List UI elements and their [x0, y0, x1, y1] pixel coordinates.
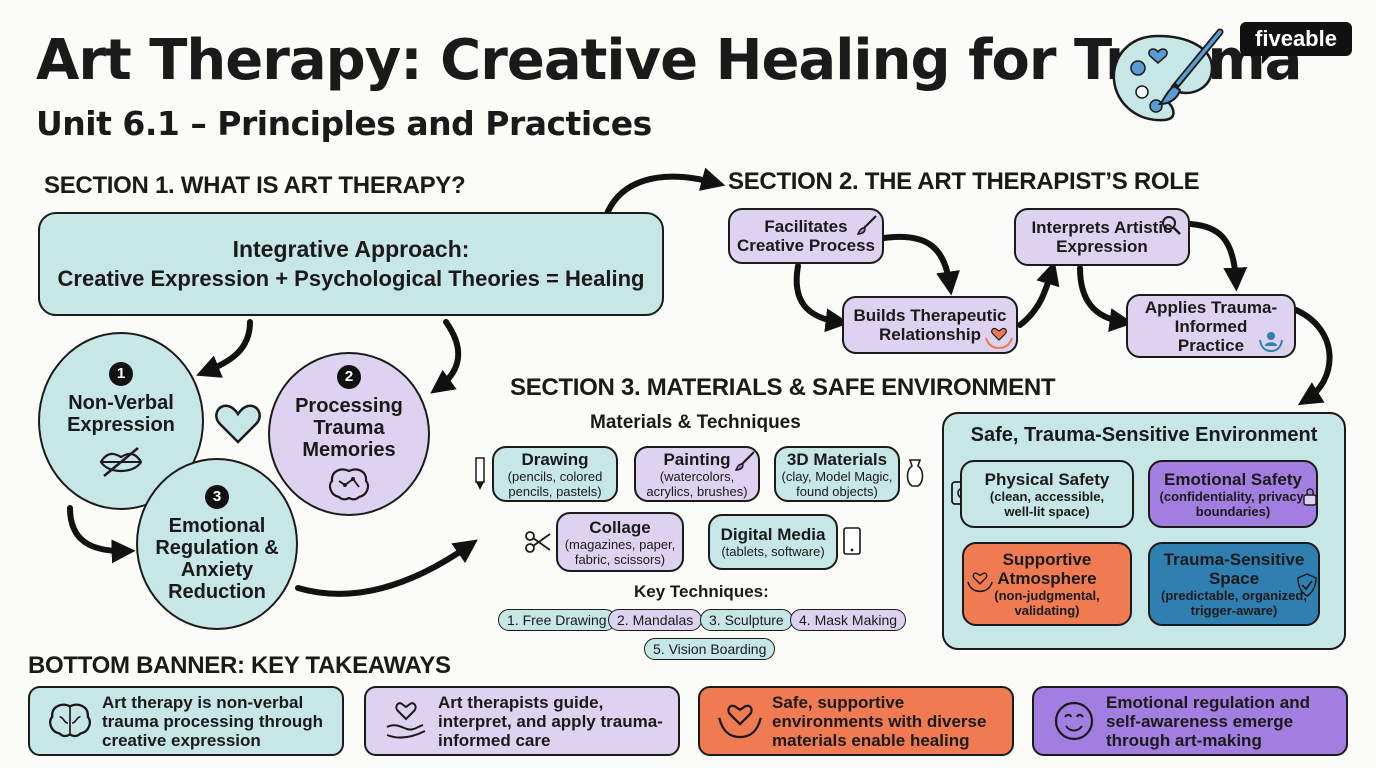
circle-emotional-regulation: 3 Emotional Regulation & Anxiety Reducti… [136, 458, 298, 630]
material-3d: 3D Materials (clay, Model Magic, found o… [774, 446, 900, 502]
takeaway-text: Emotional regulation and self-awareness … [1106, 692, 1311, 750]
material-title: Drawing [521, 449, 589, 469]
env-sub: (confidentiality, privacy, boundaries) [1159, 488, 1307, 519]
circle-number: 3 [205, 485, 229, 509]
env-emotional-safety: Emotional Safety (confidentiality, priva… [1148, 460, 1318, 528]
pencil-icon [475, 457, 485, 490]
circle-label: Emotional Regulation & Anxiety Reduction [155, 515, 279, 603]
material-drawing: Drawing (pencils, colored pencils, paste… [492, 446, 618, 502]
environment-heading: Safe, Trauma-Sensitive Environment [970, 424, 1318, 446]
heart-icon [215, 404, 261, 444]
paintbrush-icon [734, 451, 755, 471]
technique-pill: 5. Vision Boarding [644, 638, 776, 660]
role-builds-relationship: Builds Therapeutic Relationship [842, 296, 1018, 354]
circle-number: 2 [337, 365, 361, 389]
env-title: Emotional Safety [1164, 469, 1302, 489]
section3-heading: SECTION 3. MATERIALS & SAFE ENVIRONMENT [510, 374, 1056, 401]
material-sub: (watercolors, acrylics, brushes) [646, 468, 748, 499]
hands-heart-icon [718, 704, 762, 739]
takeaway-text: Art therapy is non-verbal trauma process… [102, 692, 324, 750]
role-label: Facilitates Creative Process [737, 217, 875, 255]
role-label: Applies Trauma-Informed Practice [1144, 297, 1278, 355]
takeaway-item: Art therapy is non-verbal trauma process… [28, 686, 344, 756]
role-interprets: Interprets Artistic Expression [1014, 208, 1190, 266]
integrative-approach-text: Creative Expression + Psychological Theo… [57, 266, 645, 291]
material-sub: (tablets, software) [721, 544, 825, 559]
material-title: Digital Media [720, 525, 826, 544]
shield-check-icon [1297, 573, 1317, 597]
circle-label: Non-Verbal Expression [67, 392, 175, 436]
circle-label: Processing Trauma Memories [295, 395, 403, 461]
section1-heading: SECTION 1. WHAT IS ART THERAPY? [44, 172, 466, 199]
circle-processing-trauma: 2 Processing Trauma Memories [268, 352, 430, 516]
takeaway-text: Safe, supportive environments with diver… [772, 692, 987, 750]
material-title: 3D Materials [786, 449, 888, 469]
page-subtitle: Unit 6.1 – Principles and Practices [36, 104, 652, 143]
magnifier-icon [1162, 216, 1181, 235]
hands-heart-icon [985, 327, 1013, 350]
env-title: Physical Safety [984, 469, 1110, 489]
brand-name: fiveable [1255, 26, 1337, 51]
technique-pill: 1. Free Drawing [498, 609, 616, 631]
role-label: Interprets Artistic Expression [1031, 218, 1173, 256]
technique-pill: 4. Mask Making [790, 609, 907, 631]
integrative-approach-title: Integrative Approach: [232, 236, 470, 262]
env-title: Trauma-Sensitive Space [1163, 550, 1305, 588]
material-sub: (clay, Model Magic, found objects) [781, 468, 893, 499]
brain-icon [49, 703, 91, 738]
takeaway-item: Art therapists guide, interpret, and app… [364, 686, 680, 756]
circle-number: 1 [109, 362, 133, 386]
takeaway-item: Emotional regulation and self-awareness … [1032, 686, 1348, 756]
brand-logo: fiveable [1240, 22, 1352, 64]
material-digital: Digital Media (tablets, software) [708, 514, 838, 570]
material-title: Painting [663, 449, 731, 469]
env-sub: (clean, accessible, well-lit space) [989, 488, 1105, 519]
env-trauma-sensitive-space: Trauma-Sensitive Space (predictable, org… [1148, 542, 1320, 626]
env-title: Supportive Atmosphere [997, 550, 1097, 588]
brain-icon [328, 468, 370, 501]
material-painting: Painting (watercolors, acrylics, brushes… [634, 446, 760, 502]
integrative-approach-box: Integrative Approach: Creative Expressio… [38, 212, 664, 316]
env-sub: (non-judgmental, validating) [994, 588, 1100, 618]
smile-icon [1054, 701, 1094, 741]
material-collage: Collage (magazines, paper, fabric, sciss… [556, 512, 684, 572]
material-sub: (pencils, colored pencils, pastels) [507, 468, 603, 499]
hands-person-icon [1259, 332, 1283, 352]
takeaway-item: Safe, supportive environments with diver… [698, 686, 1014, 756]
hand-heart-icon [386, 702, 426, 739]
palette-icon [1112, 28, 1224, 122]
lock-icon [1303, 488, 1317, 506]
techniques-heading: Key Techniques: [634, 582, 769, 601]
scissors-icon [525, 531, 551, 553]
material-sub: (magazines, paper, fabric, scissors) [564, 536, 676, 567]
lips-crossed-icon [99, 447, 143, 477]
paintbrush-icon [856, 215, 877, 235]
hands-heart-icon [967, 572, 993, 593]
role-label: Builds Therapeutic Relationship [853, 306, 1007, 344]
section2-heading: SECTION 2. THE ART THERAPIST’S ROLE [728, 168, 1200, 195]
env-physical-safety: Physical Safety (clean, accessible, well… [960, 460, 1134, 528]
takeaways-heading: BOTTOM BANNER: KEY TAKEAWAYS [28, 652, 451, 679]
role-applies-trauma-informed: Applies Trauma-Informed Practice [1126, 294, 1296, 358]
material-title: Collage [589, 517, 651, 537]
vase-icon [906, 459, 924, 487]
technique-pill: 3. Sculpture [700, 609, 793, 631]
takeaway-text: Art therapists guide, interpret, and app… [438, 692, 663, 750]
env-supportive-atmosphere: Supportive Atmosphere (non-judgmental, v… [962, 542, 1132, 626]
tablet-icon [843, 527, 861, 555]
technique-pill: 2. Mandalas [608, 609, 703, 631]
materials-heading: Materials & Techniques [590, 412, 801, 433]
env-sub: (predictable, organized, trigger-aware) [1161, 588, 1307, 618]
page-title: Art Therapy: Creative Healing for Trauma [36, 28, 1302, 93]
role-facilitates: Facilitates Creative Process [728, 208, 884, 264]
